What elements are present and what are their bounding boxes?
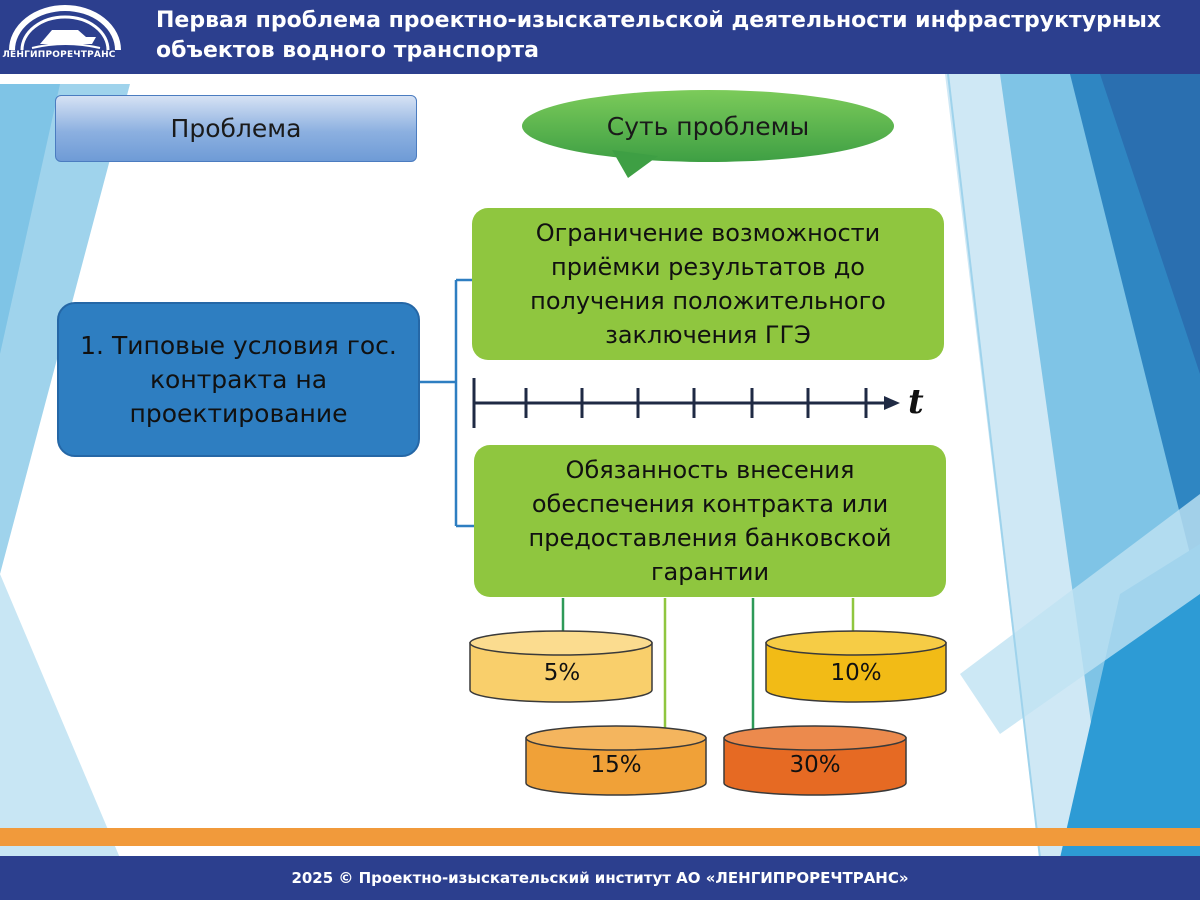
axis-label-t: t xyxy=(908,382,924,422)
cylinder-label-15: 15% xyxy=(590,752,642,778)
header-bar: ЛЕНГИПРОРЕЧТРАНС Первая проблема проектн… xyxy=(0,0,1200,74)
logo-icon xyxy=(9,5,121,51)
footer-accent-bar xyxy=(0,828,1200,846)
problem-label: Проблема xyxy=(55,95,417,162)
footer-copyright: 2025 © Проектно-изыскательский институт … xyxy=(0,856,1200,900)
contract-security-box: Обязанность внесения обеспечения контрак… xyxy=(474,445,946,597)
speech-bubble xyxy=(522,90,894,178)
main-condition-box: 1. Типовые условия гос. контракта на про… xyxy=(57,302,420,457)
cylinder-label-10: 10% xyxy=(830,660,882,686)
essence-label: Суть проблемы xyxy=(606,111,810,141)
cylinder-label-5: 5% xyxy=(543,660,581,686)
cylinder-label-30: 30% xyxy=(789,752,841,778)
acceptance-limitation-box: Ограничение возможности приёмки результа… xyxy=(472,208,944,360)
logo-text: ЛЕНГИПРОРЕЧТРАНС xyxy=(2,50,116,60)
page-title: Первая проблема проектно-изыскательской … xyxy=(156,8,1162,63)
